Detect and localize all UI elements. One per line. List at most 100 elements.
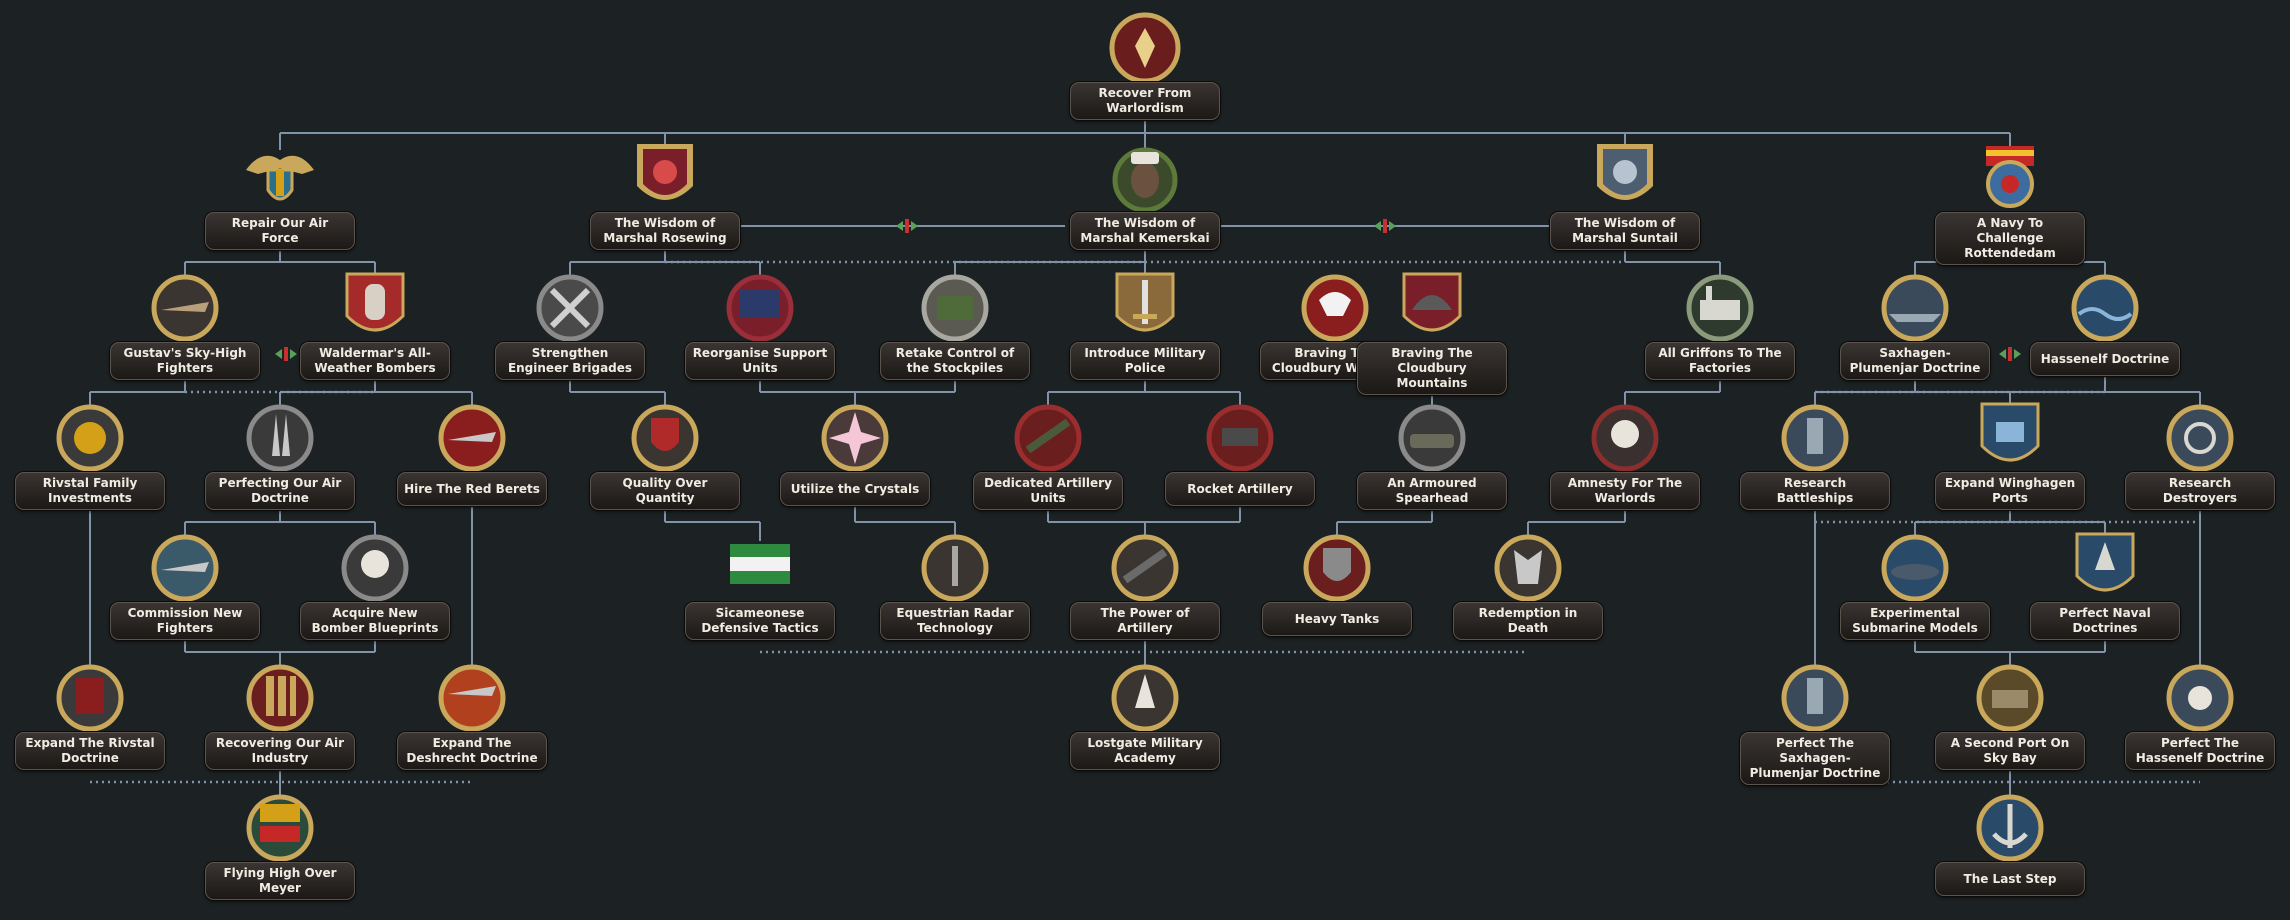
focus-label: Expand Winghagen Ports [1935,472,2085,510]
artillery-icon [1107,530,1183,606]
focus-label: Gustav's Sky-High Fighters [110,342,260,380]
crates-icon [917,270,993,346]
focus-label: Acquire New Bomber Blueprints [300,602,450,640]
focus-strengthen-engineer[interactable]: Strengthen Engineer Brigades [495,270,645,400]
focus-quality-over-quantity[interactable]: Quality Over Quantity [590,400,740,530]
focus-label: Heavy Tanks [1262,602,1412,636]
focus-label: Research Battleships [1740,472,1890,510]
tank-icon [1394,400,1470,476]
focus-navy-challenge[interactable]: A Navy To Challenge Rottendedam [1935,140,2085,270]
helmet-icon [1394,270,1470,346]
focus-hassenelf-doctrine[interactable]: Hassenelf Doctrine [2030,270,2180,400]
shield-icon [627,400,703,476]
focus-label: Dedicated Artillery Units [973,472,1123,510]
focus-redemption-in-death[interactable]: Redemption in Death [1453,530,1603,660]
ship-icon [2067,530,2143,606]
shield-icon [1299,530,1375,606]
skull-icon [1587,400,1663,476]
focus-perfect-naval-doctrines[interactable]: Perfect Naval Doctrines [2030,530,2180,660]
focus-rocket-artillery[interactable]: Rocket Artillery [1165,400,1315,530]
fighters-icon [242,400,318,476]
ocean-icon [2067,270,2143,346]
gold-coin-icon [52,400,128,476]
focus-bomber-blueprints[interactable]: Acquire New Bomber Blueprints [300,530,450,660]
focus-reorganise-support[interactable]: Reorganise Support Units [685,270,835,400]
focus-amnesty-warlords[interactable]: Amnesty For The Warlords [1550,400,1700,530]
red-plane-icon [434,400,510,476]
focus-label: The Wisdom of Marshal Suntail [1550,212,1700,250]
focus-label: Research Destroyers [2125,472,2275,510]
focus-saxhagen-doctrine[interactable]: Saxhagen-Plumenjar Doctrine [1840,270,1990,400]
focus-waldermar-bombers[interactable]: Waldermar's All-Weather Bombers [300,270,450,400]
focus-wisdom-suntail[interactable]: The Wisdom of Marshal Suntail [1550,140,1700,270]
focus-commission-fighters[interactable]: Commission New Fighters [110,530,260,660]
focus-heavy-tanks[interactable]: Heavy Tanks [1262,530,1412,660]
focus-label: Equestrian Radar Technology [880,602,1030,640]
crystal-star-icon [817,400,893,476]
focus-sky-bay-port[interactable]: A Second Port On Sky Bay [1935,660,2085,790]
focus-lostgate-academy[interactable]: Lostgate Military Academy [1070,660,1220,790]
focus-label: Utilize the Crystals [780,472,930,506]
focus-military-police[interactable]: Introduce Military Police [1070,270,1220,400]
focus-label: Strengthen Engineer Brigades [495,342,645,380]
anchor-icon [1972,790,2048,866]
focus-the-last-step[interactable]: The Last Step [1935,790,2085,920]
sword-icon [1107,270,1183,346]
focus-label: Perfect The Saxhagen-Plumenjar Doctrine [1740,732,1890,785]
focus-label: Perfect The Hassenelf Doctrine [2125,732,2275,770]
focus-label: Experimental Submarine Models [1840,602,1990,640]
port-icon [1972,400,2048,476]
artillery-icon [1010,400,1086,476]
focus-expand-winghagen[interactable]: Expand Winghagen Ports [1935,400,2085,530]
focus-label: Reorganise Support Units [685,342,835,380]
port-icon [1972,660,2048,736]
battleship-icon [1777,660,1853,736]
skull-icon [337,530,413,606]
focus-recovering-air-industry[interactable]: Recovering Our Air Industry [205,660,355,790]
focus-perfect-hassenelf[interactable]: Perfect The Hassenelf Doctrine [2125,660,2275,790]
focus-sicameonese-tactics[interactable]: Sicameonese Defensive Tactics [685,530,835,660]
focus-radar-technology[interactable]: Equestrian Radar Technology [880,530,1030,660]
focus-experimental-submarine[interactable]: Experimental Submarine Models [1840,530,1990,660]
focus-retake-stockpiles[interactable]: Retake Control of the Stockpiles [880,270,1030,400]
map-icon [722,270,798,346]
focus-wisdom-rosewing[interactable]: The Wisdom of Marshal Rosewing [590,140,740,270]
focus-expand-rivstal[interactable]: Expand The Rivstal Doctrine [15,660,165,790]
bombs-icon [337,270,413,346]
focus-cloudbury-mountains[interactable]: Braving The Cloudbury Mountains [1357,270,1507,400]
focus-label: Expand The Rivstal Doctrine [15,732,165,770]
winged-shield-icon [242,140,318,216]
focus-research-battleships[interactable]: Research Battleships [1740,400,1890,530]
focus-recover-from-warlordism[interactable]: Recover From Warlordism [1070,10,1220,140]
focus-power-of-artillery[interactable]: The Power of Artillery [1070,530,1220,660]
focus-perfect-saxhagen[interactable]: Perfect The Saxhagen-Plumenjar Doctrine [1740,660,1890,790]
focus-armoured-spearhead[interactable]: An Armoured Spearhead [1357,400,1507,530]
focus-label: Retake Control of the Stockpiles [880,342,1030,380]
focus-label: Recovering Our Air Industry [205,732,355,770]
flag-tank-icon [242,790,318,866]
focus-gustav-fighters[interactable]: Gustav's Sky-High Fighters [110,270,260,400]
focus-griffons-factories[interactable]: All Griffons To The Factories [1645,270,1795,400]
focus-rivstal-investments[interactable]: Rivstal Family Investments [15,400,165,530]
focus-label: Introduce Military Police [1070,342,1220,380]
focus-red-berets[interactable]: Hire The Red Berets [397,400,547,530]
focus-flying-high-meyer[interactable]: Flying High Over Meyer [205,790,355,920]
lamp-icon [1107,660,1183,736]
eagle-crest-icon [1107,10,1183,86]
focus-label: All Griffons To The Factories [1645,342,1795,380]
focus-label: Lostgate Military Academy [1070,732,1220,770]
focus-label: Waldermar's All-Weather Bombers [300,342,450,380]
focus-utilize-crystals[interactable]: Utilize the Crystals [780,400,930,530]
battleship-icon [1777,400,1853,476]
focus-repair-our-air-force[interactable]: Repair Our Air Force [205,140,355,270]
focus-label: Perfecting Our Air Doctrine [205,472,355,510]
griffon-portrait-icon [1587,140,1663,216]
focus-expand-deshrecht[interactable]: Expand The Deshrecht Doctrine [397,660,547,790]
focus-perfecting-air-doctrine[interactable]: Perfecting Our Air Doctrine [205,400,355,530]
focus-label: Quality Over Quantity [590,472,740,510]
focus-wisdom-kemerskai[interactable]: The Wisdom of Marshal Kemerskai [1070,140,1220,270]
focus-research-destroyers[interactable]: Research Destroyers [2125,400,2275,530]
focus-dedicated-artillery[interactable]: Dedicated Artillery Units [973,400,1123,530]
focus-label: The Last Step [1935,862,2085,896]
